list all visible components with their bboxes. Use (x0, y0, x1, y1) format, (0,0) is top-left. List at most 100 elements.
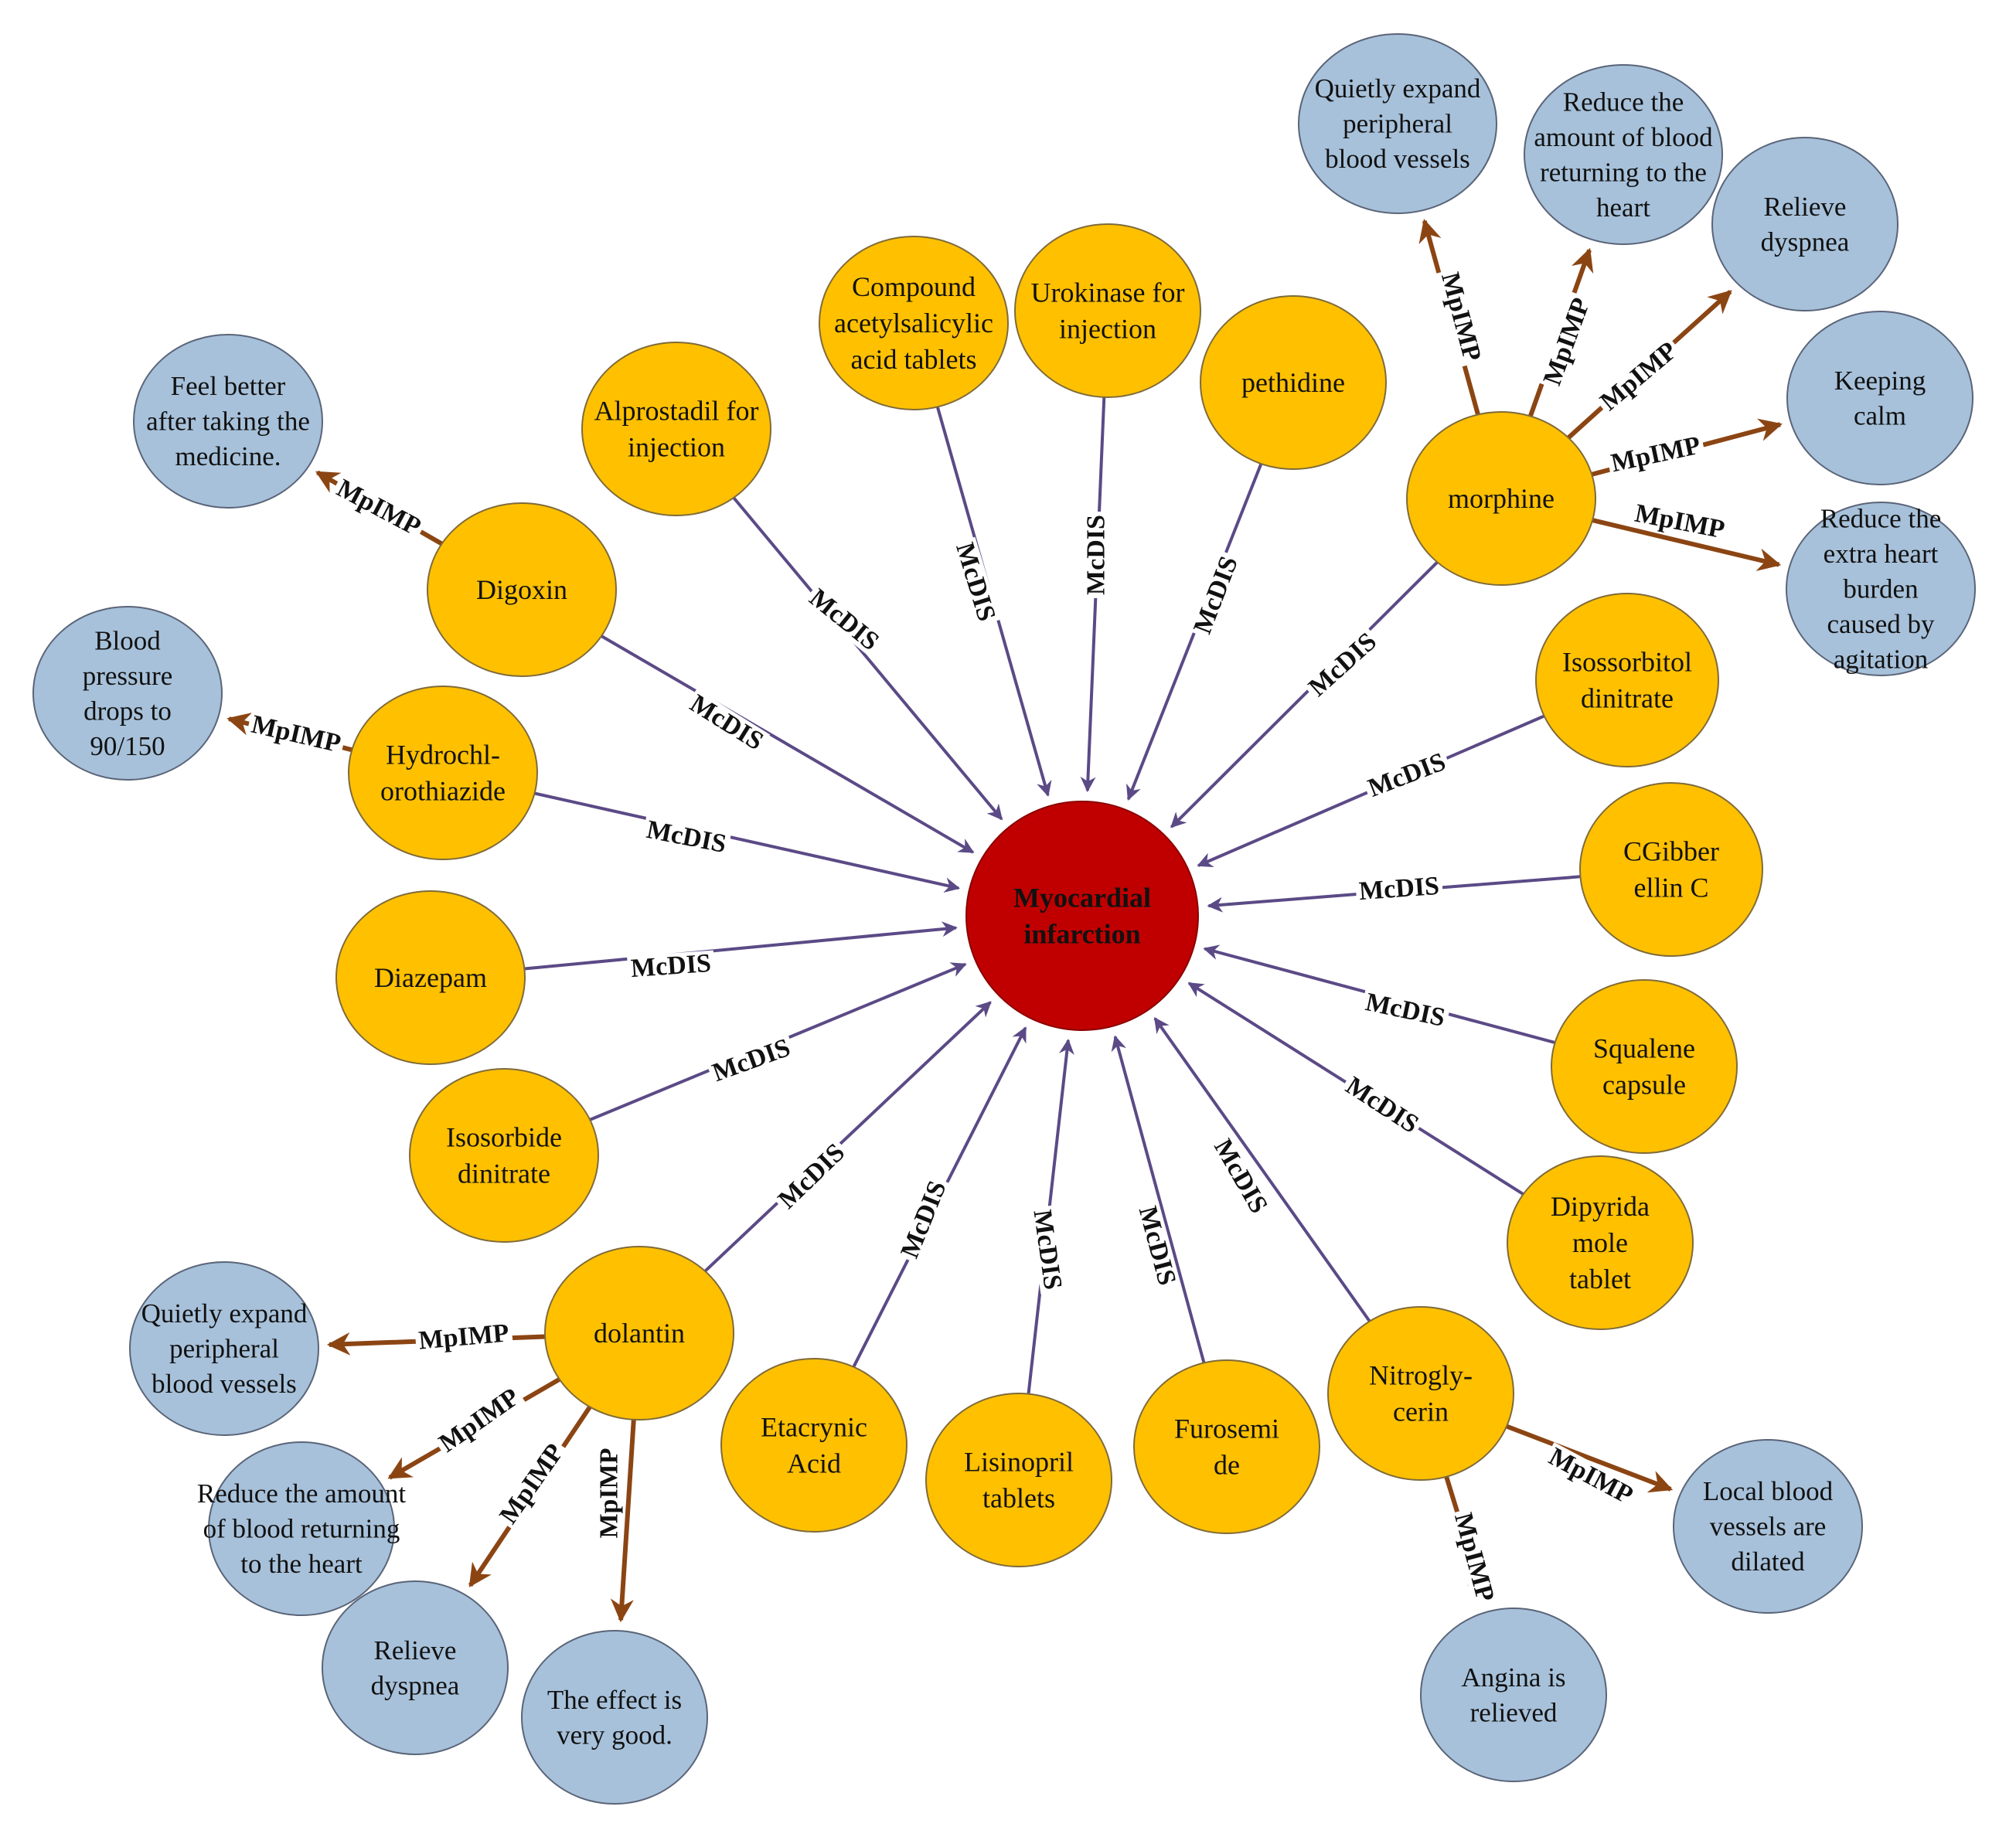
effect-node-label-line: calm (1854, 400, 1906, 430)
drug-node-label-line: dinitrate (1581, 682, 1674, 713)
edge-label-background (1360, 988, 1451, 1032)
effect-node-label-line: dilated (1731, 1546, 1805, 1577)
drug-node-nitro[interactable]: Nitrogly-cerin (1327, 1306, 1514, 1481)
edge-label-text: MpIMP (332, 474, 426, 542)
effect-node-label-line: peripheral (1343, 109, 1452, 139)
edge-label-text: McDIS (773, 1138, 850, 1215)
effect-node-label-line: amount of blood (1534, 122, 1713, 152)
edge-label-mcdis: McDIS (627, 949, 716, 983)
effect-node-m1[interactable]: Quietly expand peripheral blood vessels (1298, 33, 1497, 214)
effect-node-label-line: Relieve (1764, 192, 1847, 222)
center-node-circle (965, 801, 1199, 1031)
edge-label-text: McDIS (1303, 627, 1382, 702)
edge-label-background (706, 1033, 797, 1087)
edge-label-background (1606, 431, 1706, 478)
drug-node-circle (335, 890, 526, 1065)
drug-node-pethidine[interactable]: pethidine (1200, 295, 1387, 470)
effect-node-label-line: The effect is (547, 1685, 682, 1715)
edge-label-text: McDIS (1340, 1071, 1423, 1139)
edge-label-mcdis: McDIS (895, 1174, 952, 1265)
edge-mpimp-morphine-to-m5 (1592, 518, 1782, 571)
edge-label-background (493, 1437, 570, 1531)
edge-label-text: MpIMP (434, 1383, 524, 1458)
drug-node-label-line: CGibber (1623, 836, 1719, 867)
edge-label-mcdis: McDIS (1188, 549, 1244, 641)
effect-node-circle (1673, 1439, 1863, 1614)
edge-label-background (1355, 873, 1444, 905)
effect-node-label-line: heart (1596, 192, 1650, 223)
drug-node-diazepam[interactable]: Diazepam (335, 890, 526, 1065)
edge-label-mcdis: McDIS (1207, 1132, 1274, 1220)
edge-label-text: McDIS (1358, 872, 1440, 906)
effect-node-label-line: pressure (83, 661, 173, 691)
edge-label-text: McDIS (1133, 1203, 1182, 1288)
edge-label-background (1339, 1070, 1425, 1140)
drug-node-circle (1133, 1359, 1320, 1534)
edge-label-mpimp: MpIMP (595, 1444, 624, 1542)
effect-node-label-line: drops to (83, 696, 172, 726)
drug-node-label-line: acetylsalicylic (834, 308, 993, 339)
drug-node-morphine[interactable]: morphine (1406, 411, 1596, 586)
edge-label-mcdis: McDIS (1361, 747, 1452, 803)
edge-label-text: McDIS (644, 815, 728, 859)
drug-node-aspirin[interactable]: Compound acetylsalicylic acid tablets (819, 236, 1009, 410)
drug-node-gibberellin[interactable]: CGibber ellin C (1579, 782, 1763, 957)
edge-label-mcdis: McDIS (1082, 512, 1111, 598)
center-node-label-line: infarction (1023, 918, 1140, 949)
effect-node-label-line: Blood (94, 625, 161, 655)
drug-node-squalene[interactable]: Squalene capsule (1551, 979, 1738, 1154)
edge-mpimp-dolantin-to-d4 (610, 1419, 636, 1623)
drug-node-digoxin[interactable]: Digoxin (427, 502, 617, 677)
edge-label-text: MpIMP (249, 710, 343, 758)
edge-label-text: McDIS (685, 689, 768, 756)
edge-label-text: McDIS (804, 583, 884, 656)
effect-node-label-line: Quietly expand (1315, 73, 1481, 104)
effect-node-label-line: blood vessels (1325, 144, 1470, 174)
drug-node-label-line: ellin C (1634, 872, 1709, 903)
drug-node-isossorbitol[interactable]: Isossorbitol dinitrate (1535, 593, 1719, 767)
drug-node-label-line: Squalene (1593, 1033, 1695, 1064)
effect-node-label-line: peripheral (169, 1334, 279, 1364)
drug-node-label-line: Hydrochl- (386, 740, 500, 771)
drug-node-label-line: mole (1572, 1227, 1628, 1258)
edge-label-text: MpIMP (1595, 336, 1682, 417)
effect-node-label-line: burden (1843, 574, 1918, 604)
drug-node-hctz[interactable]: Hydrochl-orothiazide (348, 686, 538, 860)
drug-node-label-line: Isossorbitol (1562, 647, 1692, 678)
drug-node-label-line: injection (1059, 313, 1156, 344)
edge-label-background (1188, 549, 1244, 641)
drug-node-label-line: capsule (1602, 1069, 1686, 1100)
edge-label-background (1449, 1507, 1500, 1608)
drug-node-circle (925, 1393, 1112, 1567)
edge-label-mcdis: McDIS (1027, 1205, 1068, 1295)
drug-node-label-line: acid tablets (851, 344, 977, 375)
drug-node-label-line: tablets (982, 1482, 1055, 1513)
edge-label-background (1207, 1132, 1274, 1220)
edge-label-background (641, 816, 732, 858)
drug-node-label-line: Compound (852, 271, 976, 302)
edge-label-mpimp: MpIMP (414, 1318, 513, 1356)
edge-label-background (432, 1382, 526, 1459)
drug-node-dolantin[interactable]: dolantin (544, 1246, 734, 1420)
